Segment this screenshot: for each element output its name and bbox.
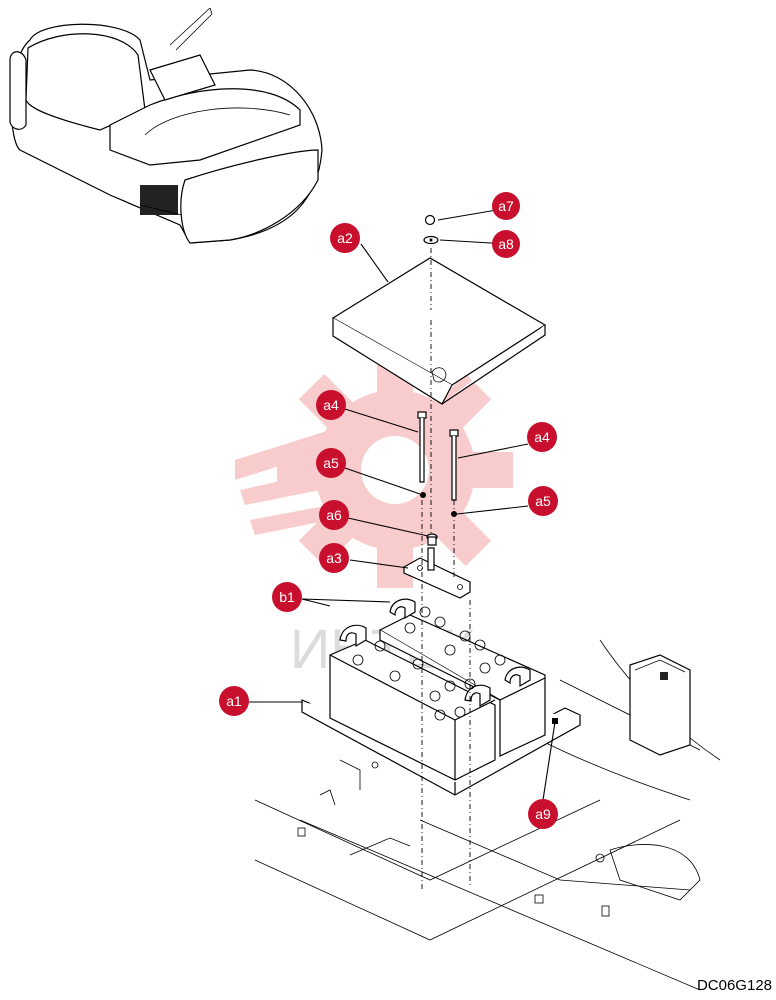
callout-a8: a8 <box>492 230 520 258</box>
bolt-left <box>417 411 427 483</box>
washer-a8 <box>423 235 439 245</box>
callout-a5-left: a5 <box>316 448 346 478</box>
operator-seat-illustration <box>9 7 323 244</box>
battery-rear <box>378 598 546 757</box>
svg-text:a6: a6 <box>326 507 342 523</box>
svg-text:b1: b1 <box>279 589 295 605</box>
bolt-right <box>449 429 459 501</box>
svg-text:a5: a5 <box>535 493 551 509</box>
callout-a4-left: a4 <box>316 390 346 420</box>
callout-a4-right: a4 <box>527 422 557 452</box>
centerline-right <box>453 500 471 885</box>
callout-a9: a9 <box>528 799 558 829</box>
svg-text:a9: a9 <box>535 806 551 822</box>
callout-a1: a1 <box>219 686 249 716</box>
battery-front <box>329 624 496 781</box>
nut-a7 <box>424 214 436 226</box>
svg-text:a7: a7 <box>498 198 514 214</box>
callout-b1: b1 <box>272 582 302 612</box>
watermark-gear-logo <box>235 352 513 588</box>
svg-text:a4: a4 <box>534 429 550 445</box>
drawing-code: DC06G128 <box>696 977 772 994</box>
callout-a3: a3 <box>319 543 349 573</box>
svg-text:a5: a5 <box>323 455 339 471</box>
svg-text:a8: a8 <box>498 236 514 252</box>
callout-a2: a2 <box>330 223 360 253</box>
svg-text:a2: a2 <box>337 230 353 246</box>
washer-a5-left <box>420 492 426 498</box>
machine-frame-illustration <box>254 639 721 991</box>
callout-a5-right: a5 <box>528 486 558 516</box>
svg-text:a3: a3 <box>326 550 342 566</box>
nut-a6 <box>426 533 438 546</box>
hold-down-bracket <box>403 547 471 599</box>
callout-a7: a7 <box>492 192 520 220</box>
callout-a6: a6 <box>319 500 349 530</box>
battery-cover <box>331 257 547 405</box>
centerline-left <box>421 248 432 890</box>
svg-text:a1: a1 <box>226 693 242 709</box>
svg-text:a4: a4 <box>323 397 339 413</box>
